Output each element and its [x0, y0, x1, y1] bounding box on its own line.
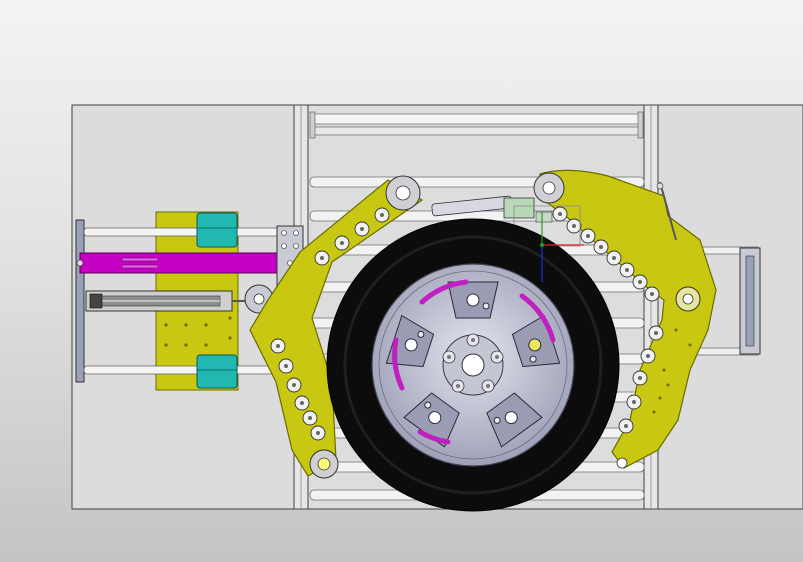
- guide-rod: [83, 227, 281, 237]
- spoke-highlights: [392, 279, 556, 445]
- right-end-bracket: [739, 247, 761, 355]
- clamp-block-lower: [196, 354, 238, 389]
- wheel: [326, 218, 620, 512]
- coordinate-triad: [540, 212, 584, 282]
- end-bar: [75, 219, 85, 383]
- right-clamp-arm: [533, 169, 717, 469]
- guide-rod: [83, 365, 281, 375]
- spoke-windows: [385, 281, 561, 448]
- clamp-block-upper: [196, 212, 238, 248]
- left-clamp-arm: [249, 175, 424, 479]
- roller: [309, 111, 644, 139]
- linear-actuator: [79, 252, 283, 274]
